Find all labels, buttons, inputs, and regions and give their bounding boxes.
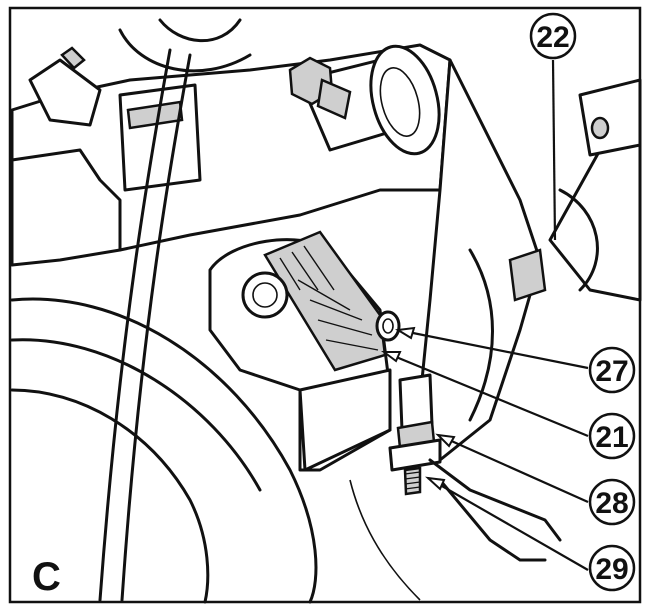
cable-inner [120, 53, 192, 602]
leader-28 [437, 433, 589, 504]
right-body-edge [468, 248, 494, 422]
disc-outer [10, 297, 318, 604]
left-bolt-stud [60, 46, 86, 70]
right-body [418, 58, 542, 462]
pointer-screw [375, 310, 401, 342]
housing-left-edge [10, 148, 122, 252]
left-bolt-block [28, 58, 102, 127]
callout-label-21: 21 [595, 421, 628, 454]
disc-inner [10, 388, 210, 604]
machine-drawing [10, 18, 642, 604]
callout-label-29: 29 [595, 553, 628, 586]
casting-arc-2 [158, 18, 242, 43]
shaft-end-inner [379, 67, 421, 137]
callout-22: 22 [529, 12, 577, 60]
bracket-plate [388, 438, 442, 472]
pivot-inner [252, 282, 278, 308]
screw-thread [404, 471, 421, 490]
arrowhead-27 [395, 326, 416, 340]
right-clamp [508, 248, 547, 302]
scale-ticks [279, 245, 379, 351]
base-outline-3 [349, 479, 421, 601]
rect-block-face [126, 100, 184, 130]
leader-27 [397, 328, 589, 370]
callout-label-22: 22 [536, 21, 569, 54]
bolt-shank [316, 78, 352, 120]
arrowhead-21 [381, 351, 402, 363]
cable-outer [98, 48, 172, 602]
callout-29: 29 [588, 544, 636, 592]
base-outline-2 [438, 478, 547, 562]
callout-21: 21 [588, 412, 636, 460]
panel-label: C [32, 555, 61, 599]
leader-lines [381, 59, 589, 571]
right-block-hole [590, 116, 610, 140]
leader-29 [427, 477, 589, 571]
scale-housing-front [298, 368, 392, 472]
callout-label-27: 27 [595, 355, 628, 388]
pivot-ring [241, 271, 289, 319]
right-arm [548, 138, 642, 302]
right-arm-curve [558, 188, 599, 292]
disc-mid [10, 338, 262, 492]
callout-label-28: 28 [595, 487, 628, 520]
leader-22 [551, 59, 557, 241]
shaft-end [369, 44, 441, 156]
callout-28: 28 [588, 478, 636, 526]
pointer-screw-slot [382, 318, 394, 334]
leader-21 [383, 350, 589, 438]
base-outline [428, 458, 562, 542]
casting-arc [118, 28, 252, 73]
arrowhead-28 [435, 433, 456, 448]
arrowhead-29 [425, 476, 446, 491]
callout-27: 27 [588, 346, 636, 394]
right-block [578, 78, 642, 157]
